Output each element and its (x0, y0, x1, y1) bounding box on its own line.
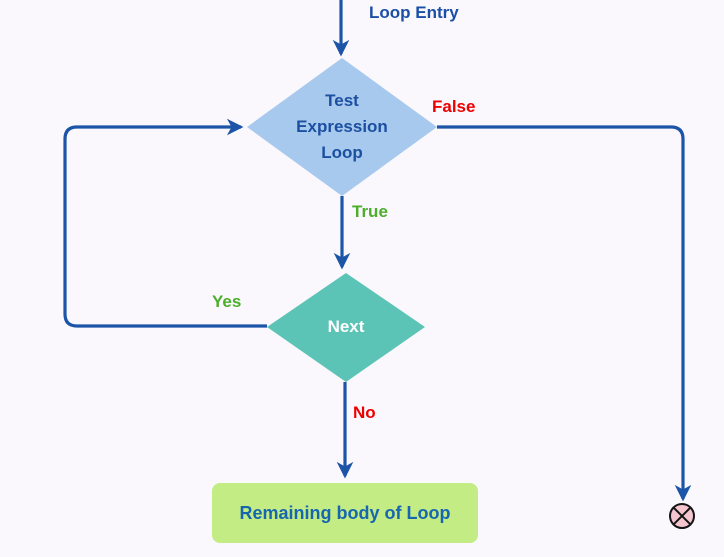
loop-exit-terminator-icon (669, 503, 695, 529)
next-node-label: Next (327, 317, 365, 336)
true-edge-label: True (352, 202, 388, 221)
loop-entry-label: Loop Entry (369, 3, 459, 22)
test-expression-node-label: Test Expression Loop (296, 91, 388, 162)
no-edge-label: No (353, 403, 376, 422)
remaining-body-node-label: Remaining body of Loop (239, 502, 451, 523)
yes-loopback-arrow (63, 118, 267, 328)
next-diamond (267, 273, 425, 382)
remaining-body-rect (212, 483, 478, 543)
false-branch-arrow (437, 125, 692, 502)
test-expression-diamond (247, 58, 437, 196)
false-edge-label: False (432, 97, 476, 116)
yes-edge-label: Yes (212, 292, 242, 311)
